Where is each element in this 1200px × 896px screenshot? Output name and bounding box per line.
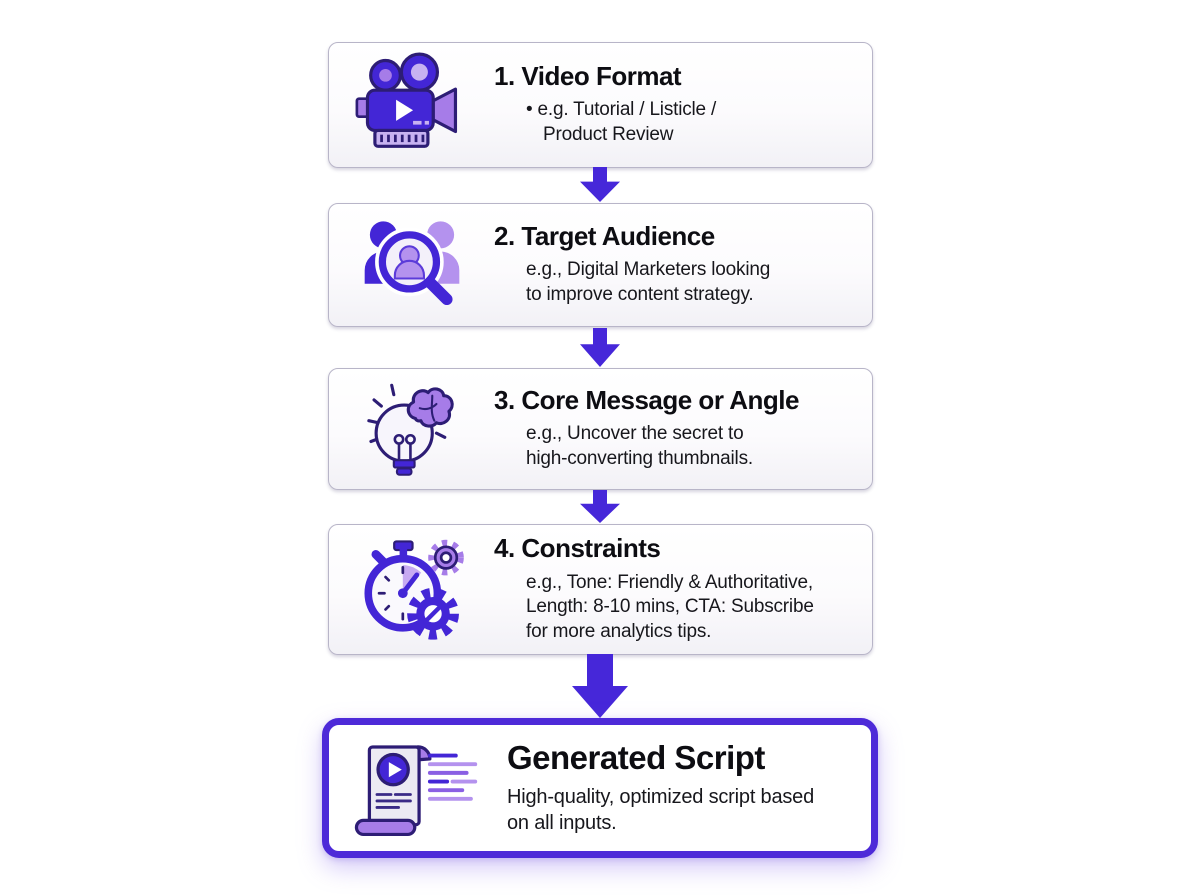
- step-box-target-audience: 2. Target Audience e.g., Digital Markete…: [328, 203, 873, 327]
- step-icon-area: [329, 377, 494, 481]
- down-arrow-icon: [580, 167, 620, 202]
- result-icon-area: [329, 734, 507, 842]
- video-camera-icon: [355, 52, 457, 148]
- script-scroll-icon: [354, 745, 478, 837]
- down-arrow-icon: [580, 328, 620, 367]
- flow-arrow-3: [578, 490, 622, 523]
- down-arrow-large-icon: [572, 654, 628, 718]
- step-icon-area: [329, 52, 494, 158]
- result-title: Generated Script: [507, 739, 765, 777]
- step-box-video-format: 1. Video Format • e.g. Tutorial / Listic…: [328, 42, 873, 168]
- flow-arrow-1: [578, 167, 622, 202]
- step-title: 2. Target Audience: [494, 221, 715, 252]
- step-description: e.g., Digital Marketers looking to impro…: [526, 259, 771, 306]
- step-description: e.g., Uncover the secret to high-convert…: [526, 423, 753, 470]
- step-description: e.g., Tone: Friendly & Authoritative, Le…: [526, 571, 814, 642]
- flow-arrow-final: [570, 654, 630, 718]
- step-description: • e.g. Tutorial / Listicle / Product Rev…: [526, 99, 717, 146]
- step-title: 3. Core Message or Angle: [494, 385, 799, 416]
- step-text-area: 2. Target Audience e.g., Digital Markete…: [494, 218, 872, 311]
- step-text-area: 3. Core Message or Angle e.g., Uncover t…: [494, 382, 872, 475]
- down-arrow-icon: [580, 490, 620, 523]
- step-icon-area: [329, 213, 494, 317]
- step-text-area: 4. Constraints e.g., Tone: Friendly & Au…: [494, 530, 872, 648]
- step-box-constraints: 4. Constraints e.g., Tone: Friendly & Au…: [328, 524, 873, 655]
- step-box-core-message: 3. Core Message or Angle e.g., Uncover t…: [328, 368, 873, 490]
- result-description: High-quality, optimized script based on …: [507, 785, 815, 834]
- stopwatch-gears-icon: [363, 539, 464, 640]
- step-title: 1. Video Format: [494, 61, 682, 92]
- audience-search-icon: [364, 221, 459, 306]
- step-icon-area: [329, 536, 494, 644]
- step-title: 4. Constraints: [494, 533, 661, 564]
- result-box-generated-script: Generated Script High-quality, optimized…: [322, 718, 878, 858]
- result-text-area: Generated Script High-quality, optimized…: [507, 736, 871, 839]
- step-text-area: 1. Video Format • e.g. Tutorial / Listic…: [494, 58, 872, 151]
- flow-arrow-2: [578, 328, 622, 367]
- idea-lightbulb-brain-icon: [366, 383, 454, 476]
